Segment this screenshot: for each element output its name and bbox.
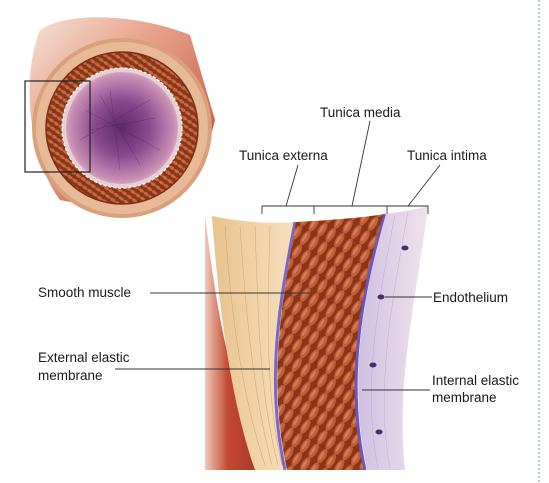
wall-section — [205, 206, 428, 470]
label-external-elastic-line1: External elastic — [38, 350, 130, 365]
label-external-elastic-line2: membrane — [38, 368, 103, 383]
label-smooth-muscle: Smooth muscle — [38, 285, 131, 300]
lumen — [66, 72, 178, 184]
artery-cross-section — [25, 17, 215, 218]
label-internal-elastic-line2: membrane — [432, 390, 497, 405]
label-tunica-externa: Tunica externa — [239, 148, 328, 163]
label-tunica-media: Tunica media — [320, 105, 401, 120]
label-endothelium: Endothelium — [433, 290, 508, 305]
label-internal-elastic-line1: Internal elastic — [432, 373, 519, 388]
label-tunica-intima: Tunica intima — [407, 148, 487, 163]
